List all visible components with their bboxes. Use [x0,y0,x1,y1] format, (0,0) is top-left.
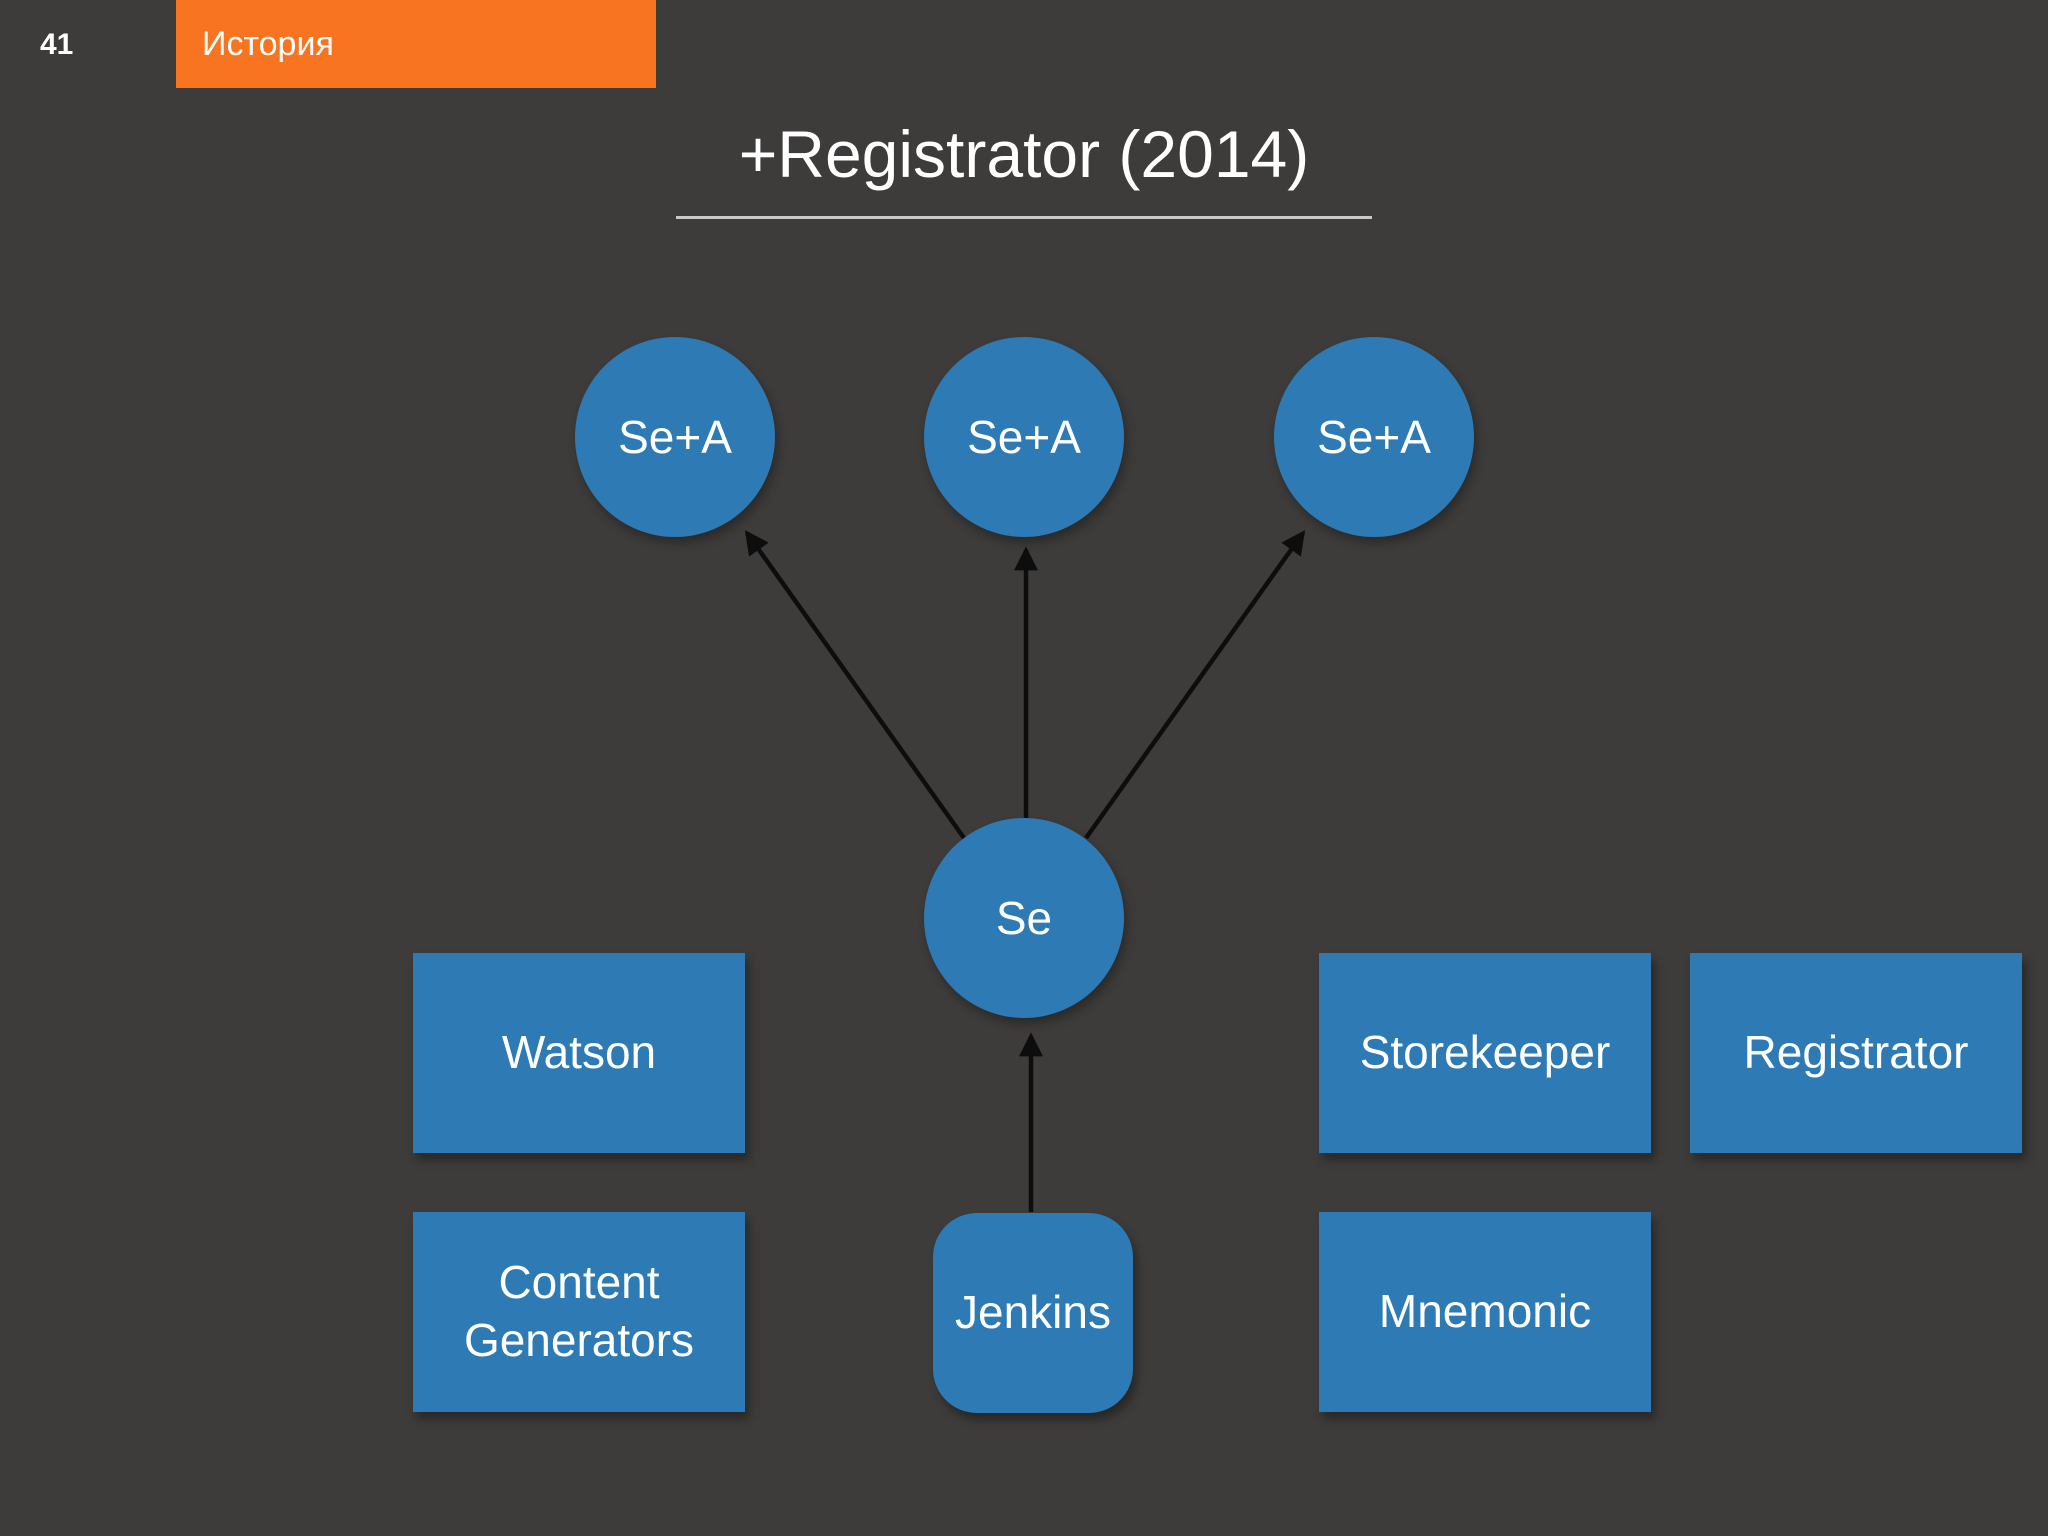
node-label: Jenkins [955,1286,1111,1339]
node-circle-sea-3: Se+A [1274,337,1474,537]
section-tab: История [176,0,656,88]
node-box-watson: Watson [413,953,745,1153]
node-box-content-generators: Content Generators [413,1212,745,1412]
node-label: Registrator [1743,1026,1969,1079]
title-underline [676,216,1372,219]
node-box-registrator: Registrator [1690,953,2022,1153]
node-label: Content Generators [463,1256,695,1366]
slide-title: +Registrator (2014) [738,117,1310,191]
node-circle-sea-1: Se+A [575,337,775,537]
node-circle-se: Se [924,818,1124,1018]
node-label: Watson [501,1026,657,1079]
node-label: Mnemonic [1378,1285,1592,1338]
node-label: Se [995,892,1053,944]
node-box-mnemonic: Mnemonic [1319,1212,1651,1412]
node-box-jenkins: Jenkins [933,1213,1133,1413]
node-label: Se+A [618,411,732,463]
node-label: Se+A [1317,411,1431,463]
node-label: Se+A [967,411,1081,463]
page-number: 41 [40,28,74,61]
arrow-se-to-sea3 [1084,530,1306,840]
section-tab-label: История [202,24,334,63]
node-box-storekeeper: Storekeeper [1319,953,1651,1153]
node-circle-sea-2: Se+A [924,337,1124,537]
node-label: Storekeeper [1359,1026,1611,1079]
arrow-se-to-sea1 [744,530,966,840]
